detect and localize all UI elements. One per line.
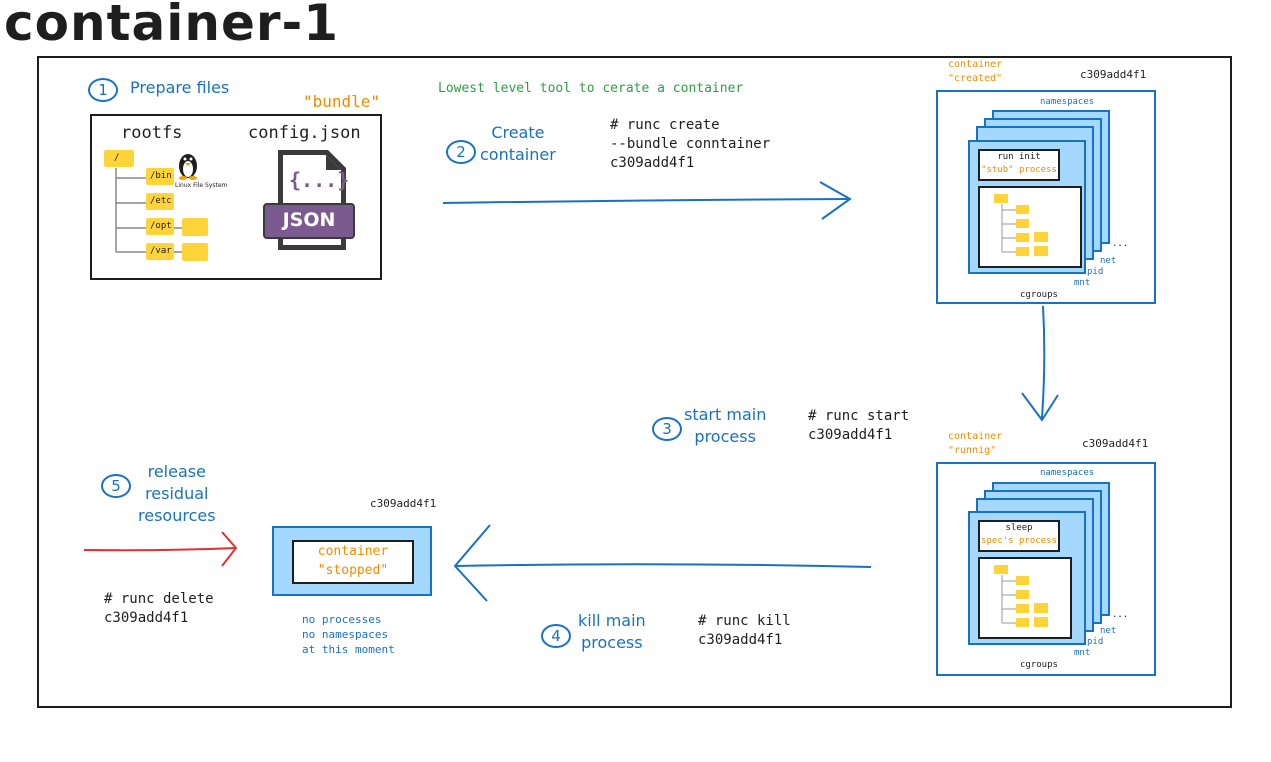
arrow-start-head — [1021, 392, 1059, 422]
running-ns-more: ... — [1112, 610, 1129, 620]
step-5-badge: 5 — [101, 474, 131, 498]
arrow-kill — [454, 563, 872, 568]
running-state-label: container"runnig" — [948, 431, 1003, 456]
step-3-badge: 3 — [652, 417, 682, 441]
bundle-tag: "bundle" — [303, 92, 381, 111]
stopped-container-id: c309add4f1 — [370, 497, 437, 510]
json-badge: JSON — [282, 209, 336, 231]
step-1-badge: 1 — [88, 78, 118, 102]
created-process-box: run init"stub" process — [978, 149, 1060, 181]
json-glyph: {...} — [289, 168, 350, 192]
created-ns-pid: pid — [1087, 267, 1104, 277]
running-ns-net: net — [1100, 626, 1117, 636]
arrow-kill-head — [453, 524, 491, 602]
arrow-create — [442, 198, 849, 204]
created-container-id: c309add4f1 — [1080, 68, 1147, 81]
created-ns-mnt: mnt — [1074, 278, 1091, 288]
dir-etc: /etc — [150, 196, 172, 206]
created-ns-net: net — [1100, 256, 1117, 266]
created-state-label: container"created" — [948, 59, 1003, 84]
folder-icon — [182, 218, 208, 236]
config-label: config.json — [248, 123, 361, 143]
folder-icon: /bin — [146, 168, 174, 185]
created-namespaces-label: namespaces — [1040, 97, 1095, 107]
created-cgroups-label: cgroups — [1020, 290, 1058, 300]
running-rootfs-box — [978, 557, 1072, 639]
dir-opt: /opt — [150, 221, 172, 231]
stopped-state-label: container"stopped" — [292, 540, 414, 584]
diagram-title: container-1 — [4, 0, 340, 52]
step-2-badge: 2 — [446, 140, 476, 164]
created-ns-more: ... — [1112, 239, 1129, 249]
diagram-frame — [37, 56, 1232, 708]
created-rootfs-box — [978, 186, 1082, 268]
folder-icon: /etc — [146, 193, 174, 210]
bundle-box — [90, 114, 382, 280]
folder-icon: /opt — [146, 218, 174, 235]
rootfs-label: rootfs — [121, 123, 183, 143]
folder-icon — [182, 243, 208, 261]
folder-icon: /var — [146, 243, 174, 260]
running-cgroups-label: cgroups — [1020, 660, 1058, 670]
step-4-badge: 4 — [541, 624, 571, 648]
arrow-delete — [83, 547, 237, 552]
dir-root: / — [114, 153, 120, 163]
mini-tree — [994, 565, 1048, 627]
folder-icon: / — [104, 150, 134, 167]
linux-caption: Linux File System — [175, 182, 228, 189]
dir-var: /var — [150, 246, 172, 256]
header-note: Lowest level tool to cerate a container — [438, 81, 744, 96]
mini-tree — [994, 194, 1048, 256]
arrow-delete-head — [221, 531, 238, 567]
running-container-id: c309add4f1 — [1082, 437, 1149, 450]
dir-bin: /bin — [150, 171, 172, 181]
step-1-label: Prepare files — [130, 78, 230, 97]
arrow-create-head — [819, 181, 852, 220]
running-ns-mnt: mnt — [1074, 648, 1091, 658]
running-namespaces-label: namespaces — [1040, 468, 1095, 478]
running-ns-pid: pid — [1087, 637, 1104, 647]
arrow-start — [1041, 305, 1046, 419]
